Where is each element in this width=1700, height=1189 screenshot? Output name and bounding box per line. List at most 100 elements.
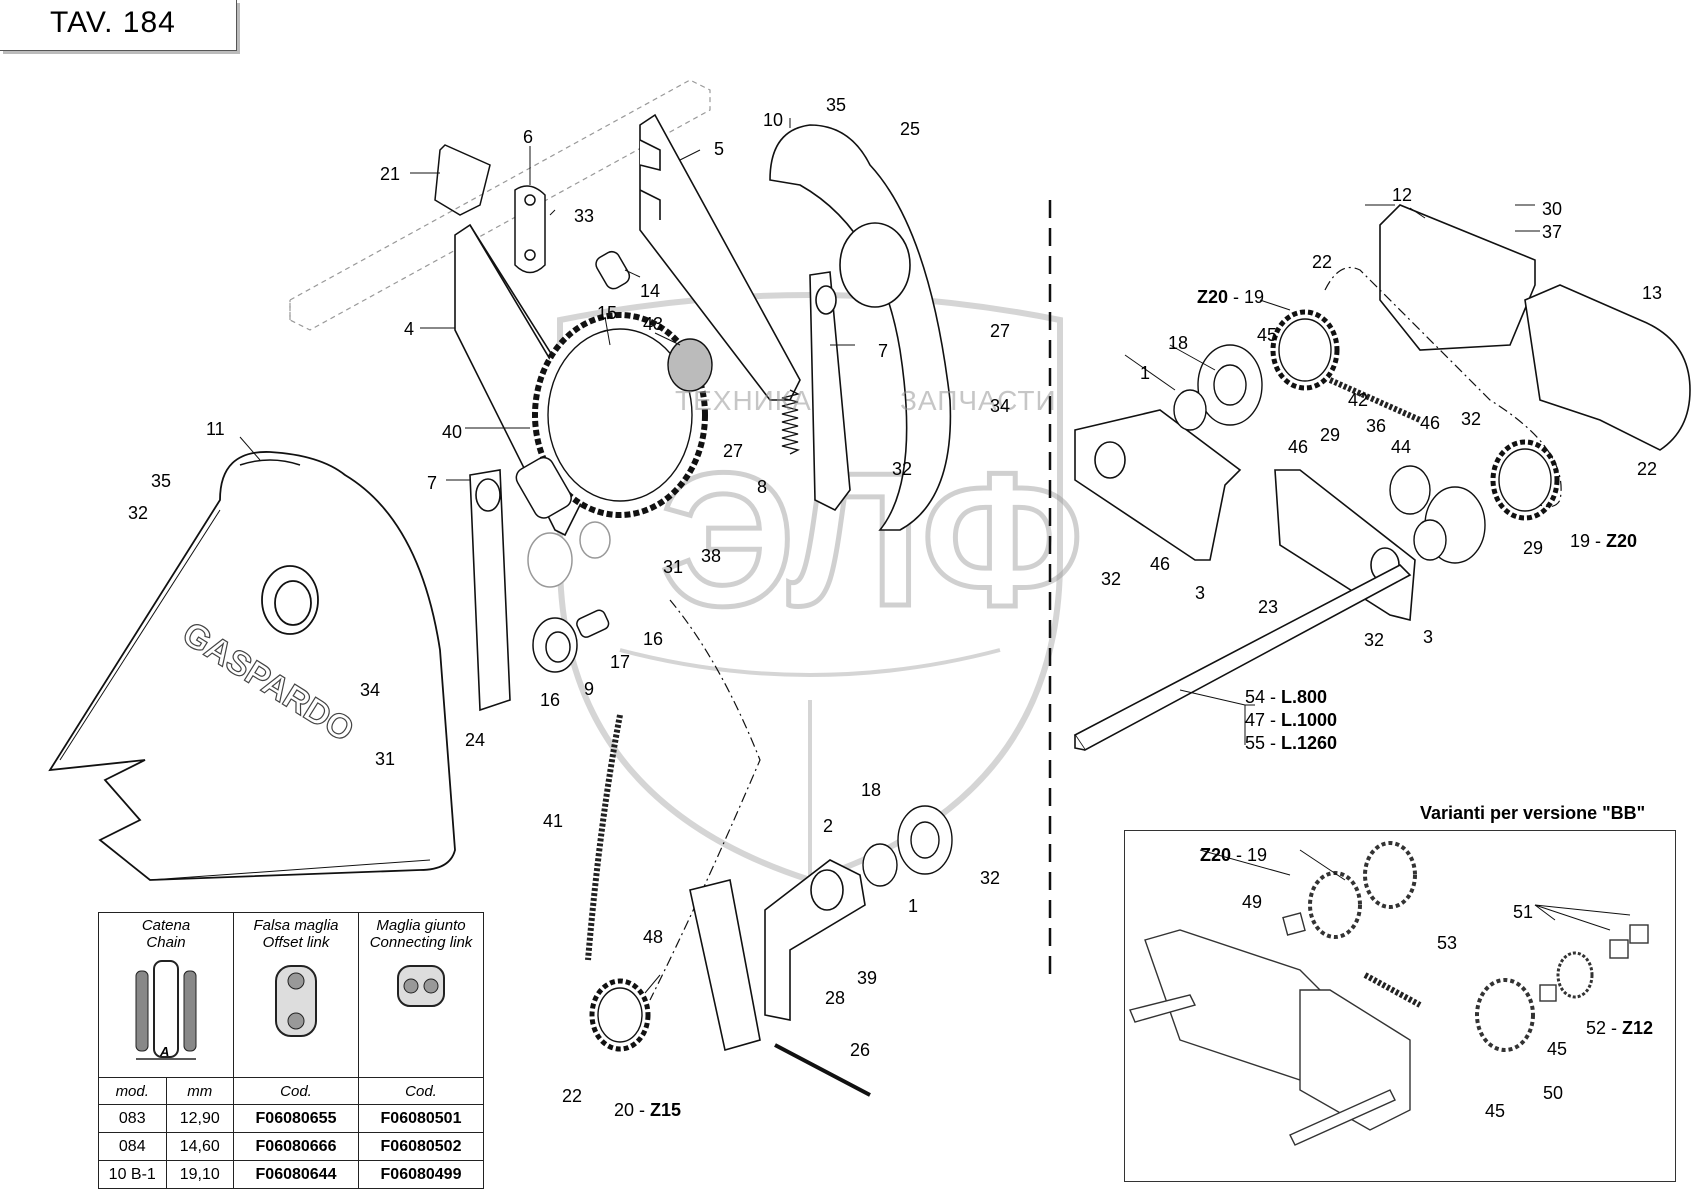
callout-14: 14 <box>640 281 661 301</box>
callout-17: 17 <box>610 652 631 672</box>
callout-35-left: 35 <box>151 471 172 491</box>
shaft-length-3: 55 - L.1260 <box>1245 733 1338 753</box>
chain-path-lower <box>649 599 761 1001</box>
callout-50: 50 <box>1543 1083 1564 1103</box>
chain-guard-12 <box>1379 204 1536 351</box>
chain-spec-table: Catena Chain A Falsa maglia Offset link … <box>98 912 484 1189</box>
variant-assembly <box>1129 841 1649 1146</box>
cell-mod: 084 <box>98 1132 167 1161</box>
callout-11: 11 <box>206 419 225 439</box>
callout-45-variant-bottom: 45 <box>1485 1101 1506 1121</box>
cell-mm: 12,90 <box>165 1104 234 1133</box>
callout-8: 8 <box>757 477 768 497</box>
cell-offset-code: F06080666 <box>233 1132 359 1161</box>
callout-41: 41 <box>543 811 564 831</box>
callout-43: 43 <box>643 314 664 334</box>
bearing-18-lower <box>862 805 953 887</box>
spring-8 <box>781 389 801 455</box>
callout-39: 39 <box>857 968 878 988</box>
bearing-plate-3a <box>1074 409 1242 561</box>
sprocket-19-upper <box>1270 309 1340 391</box>
callout-53: 53 <box>1437 933 1458 953</box>
watermark-text-right: ЗАПЧАСТИ <box>900 385 1057 416</box>
cover-10 <box>769 124 952 531</box>
callout-10: 10 <box>763 110 784 130</box>
header-offset-en: Offset link <box>262 934 330 951</box>
callout-16-left: 16 <box>540 690 561 710</box>
callout-32-lower: 32 <box>980 868 1001 888</box>
subheader-mm: mm <box>165 1077 234 1105</box>
header-connecting-it: Maglia giunto <box>376 917 466 934</box>
offset-link-illustration <box>275 965 317 1037</box>
callout-24: 24 <box>465 730 486 750</box>
callout-37: 37 <box>1542 222 1563 242</box>
callout-19-top: Z20 - 19 <box>1197 287 1265 307</box>
callout-19-variant: Z20 - 19 <box>1200 845 1268 865</box>
callout-1-lower: 1 <box>908 896 919 916</box>
cell-connecting-code: F06080502 <box>358 1132 484 1161</box>
callout-46-mid: 46 <box>1288 437 1309 457</box>
callout-21: 21 <box>380 164 401 184</box>
subheader-cod-connecting: Cod. <box>358 1077 484 1105</box>
dimension-label: A <box>159 1044 169 1059</box>
header-chain: Catena Chain A <box>98 912 234 1078</box>
callout-36: 36 <box>1366 416 1387 436</box>
callout-3-left: 3 <box>1195 583 1206 603</box>
chain-41 <box>585 714 623 961</box>
plate-title: TAV. 184 <box>50 6 176 39</box>
table-row: 083 12,90 F06080655 F06080501 <box>98 1104 484 1133</box>
callout-27-upper: 27 <box>990 321 1011 341</box>
callout-29-right: 29 <box>1523 538 1544 558</box>
idler-9 <box>515 250 631 673</box>
leader-lines <box>239 118 1631 994</box>
subheader-cod-offset: Cod. <box>233 1077 359 1105</box>
callout-46-plate: 46 <box>1150 554 1171 574</box>
callout-32-center: 32 <box>892 459 913 479</box>
chain-illustration: A <box>135 960 197 1060</box>
callout-12: 12 <box>1392 185 1413 205</box>
variants-box <box>1124 830 1676 1182</box>
sprocket-19-lower <box>1490 439 1560 521</box>
callout-13: 13 <box>1642 283 1663 303</box>
callout-23: 23 <box>1258 597 1279 617</box>
callout-32-bottom: 32 <box>1364 630 1385 650</box>
callout-2: 2 <box>823 816 834 836</box>
table-header-row: Catena Chain A Falsa maglia Offset link … <box>98 912 484 1078</box>
callout-16-right: 16 <box>643 629 664 649</box>
cell-mm: 19,10 <box>165 1160 234 1189</box>
callout-18-lower: 18 <box>861 780 882 800</box>
tensioner-arm-7b <box>469 469 511 712</box>
hex-shaft <box>1073 564 1412 752</box>
bracket-2 <box>689 859 866 1052</box>
callout-44: 44 <box>1391 437 1412 457</box>
header-connecting-en: Connecting link <box>369 934 473 951</box>
callout-4: 4 <box>404 319 415 339</box>
header-chain-it: Catena <box>141 917 191 934</box>
side-cover-left <box>48 451 456 881</box>
cell-offset-code: F06080644 <box>233 1160 359 1189</box>
callout-51: 51 <box>1513 902 1534 922</box>
frame-bar-phantom <box>289 79 711 331</box>
variant-chain-53 <box>1363 972 1422 1008</box>
callout-18-top: 18 <box>1168 333 1189 353</box>
callout-22-top: 22 <box>1312 252 1333 272</box>
shaft-length-list: 54 - L.800 47 - L.1000 55 - L.1260 <box>1245 686 1337 755</box>
callout-1-top: 1 <box>1140 363 1151 383</box>
callout-31-center: 31 <box>663 557 684 577</box>
sprocket-20 <box>589 978 651 1052</box>
callout-33: 33 <box>574 206 595 226</box>
callout-40: 40 <box>442 422 463 442</box>
watermark-text-left: ТЕХНИКА <box>675 385 812 416</box>
callout-7-lower: 7 <box>427 473 438 493</box>
callout-29-top: 29 <box>1320 425 1341 445</box>
connecting-link-illustration <box>397 965 445 1007</box>
variants-title: Varianti per versione "BB" <box>1420 803 1646 823</box>
cell-mod: 10 B-1 <box>98 1160 167 1189</box>
callout-32-left: 32 <box>128 503 149 523</box>
cell-offset-code: F06080655 <box>233 1104 359 1133</box>
callout-31-left: 31 <box>375 749 396 769</box>
callout-15: 15 <box>597 303 618 323</box>
gear-15 <box>532 312 713 518</box>
callout-52: 52 - Z12 <box>1586 1018 1654 1038</box>
